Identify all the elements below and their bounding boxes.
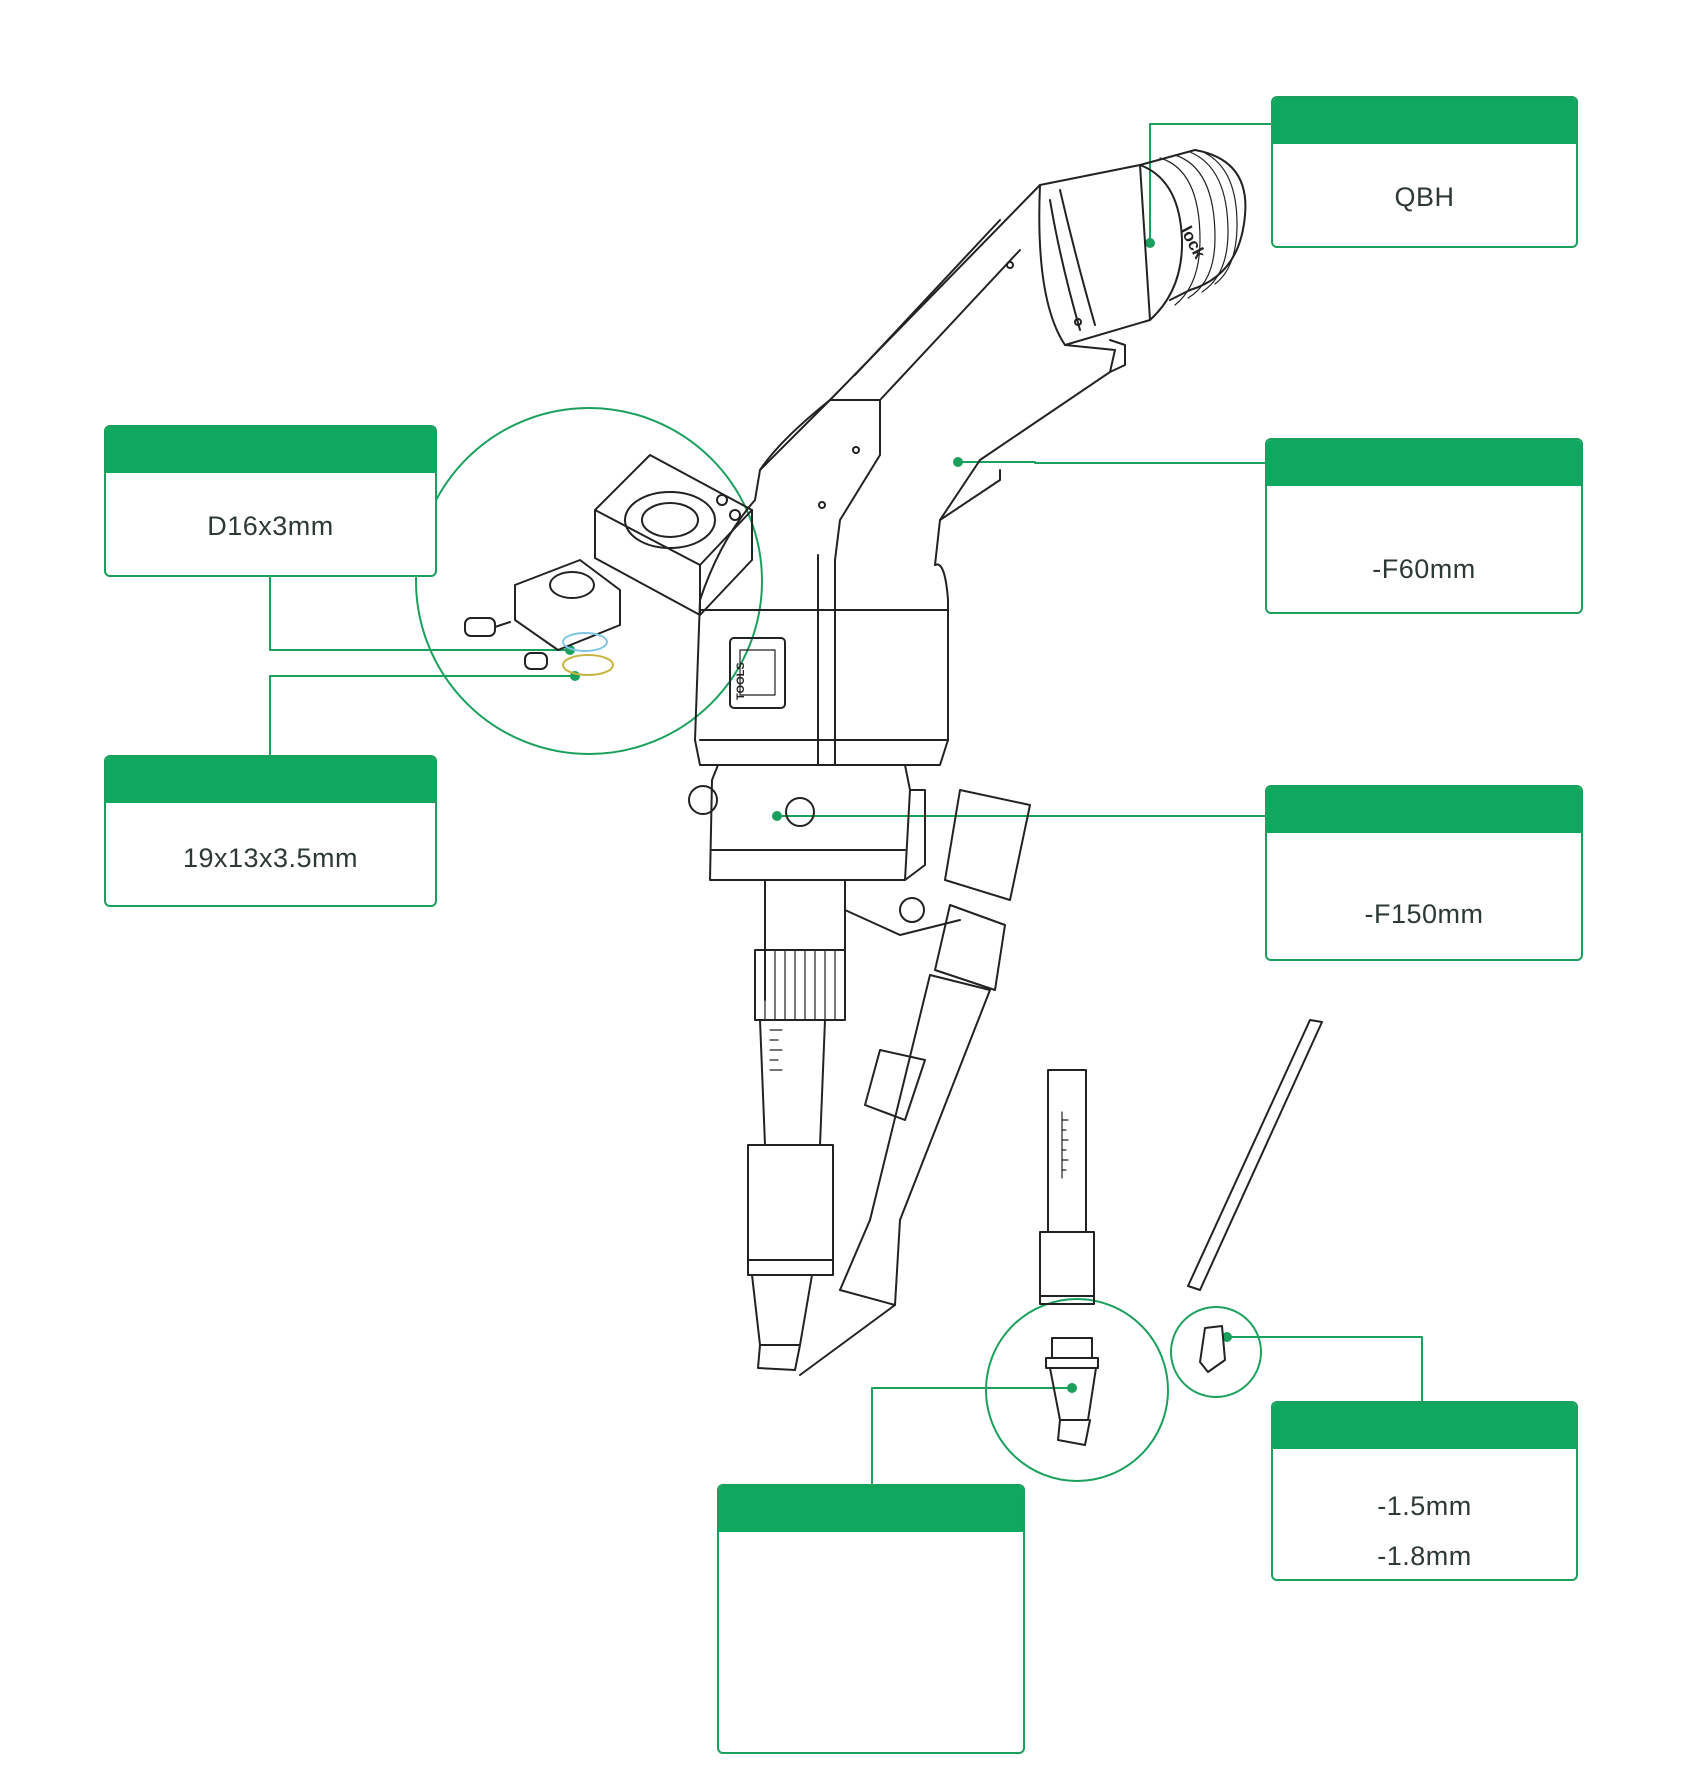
callout-text: -1.5mm — [1377, 1491, 1472, 1521]
zoom-circle-wire — [1170, 1306, 1262, 1398]
callout-text: QBH — [1394, 182, 1455, 212]
callout-header — [1273, 98, 1576, 144]
leader-qbh — [1149, 123, 1272, 244]
callout-header — [1267, 787, 1581, 833]
callout-collimating-lens: -F60mm — [1265, 438, 1583, 614]
callout-text: -F60mm — [1372, 554, 1476, 584]
callout-header — [106, 757, 435, 803]
callout-header — [1273, 1403, 1576, 1449]
qbh-connector — [1038, 149, 1247, 346]
callout-body: -F60mm — [1267, 486, 1581, 585]
leader-protect — [269, 576, 571, 651]
callout-text: -F150mm — [1364, 899, 1484, 929]
callout-text: 19x13x3.5mm — [182, 843, 359, 873]
main-body — [694, 499, 949, 766]
callout-body: -1.5mm -1.8mm — [1273, 1449, 1576, 1579]
leader-dot-qbh — [1145, 238, 1155, 248]
callout-body: 19x13x3.5mm — [106, 803, 435, 874]
zoom-circle-nozzle — [985, 1298, 1169, 1482]
callout-protective-lens: D16x3mm — [104, 425, 437, 577]
leader-wire — [1226, 1336, 1423, 1402]
callout-text: D16x3mm — [207, 511, 334, 541]
callout-body — [719, 1532, 1023, 1552]
wire-guide-rod — [1187, 1019, 1323, 1291]
callout-header — [106, 427, 435, 473]
callout-header — [719, 1486, 1023, 1532]
leader-dot-focus — [772, 811, 782, 821]
leader-dot-collimate — [953, 457, 963, 467]
leader-collimate — [957, 461, 1266, 464]
leader-dot-nozzle — [1067, 1383, 1077, 1393]
leader-nozzle — [871, 1387, 1073, 1485]
lower-nozzle-tube — [747, 879, 846, 1371]
leader-dot-wire — [1222, 1332, 1232, 1342]
logo-text: TOOLS — [735, 662, 747, 700]
callout-wire-nozzle: -1.5mm -1.8mm — [1271, 1401, 1578, 1581]
lens-holder-exploded — [464, 454, 753, 676]
upper-tube — [754, 184, 1126, 566]
callout-text: -1.8mm — [1377, 1541, 1472, 1571]
callout-focusing-lens: -F150mm — [1265, 785, 1583, 961]
focus-module — [688, 764, 926, 881]
callout-body: D16x3mm — [106, 473, 435, 542]
callout-qbh: QBH — [1271, 96, 1578, 248]
leader-seal — [269, 675, 576, 756]
leader-lines — [269, 123, 1423, 1485]
callout-copper-nozzle — [717, 1484, 1025, 1754]
wire-feed-assembly — [799, 789, 1031, 1376]
callout-seal-ring: 19x13x3.5mm — [104, 755, 437, 907]
callout-body: QBH — [1273, 144, 1576, 213]
nozzle-detail — [1045, 1337, 1099, 1446]
callout-body: -F150mm — [1267, 833, 1581, 930]
spare-nozzle-part — [1039, 1069, 1095, 1305]
zoom-circle-lens — [415, 407, 763, 755]
callout-header — [1267, 440, 1581, 486]
wire-tip-detail — [1199, 1325, 1226, 1373]
